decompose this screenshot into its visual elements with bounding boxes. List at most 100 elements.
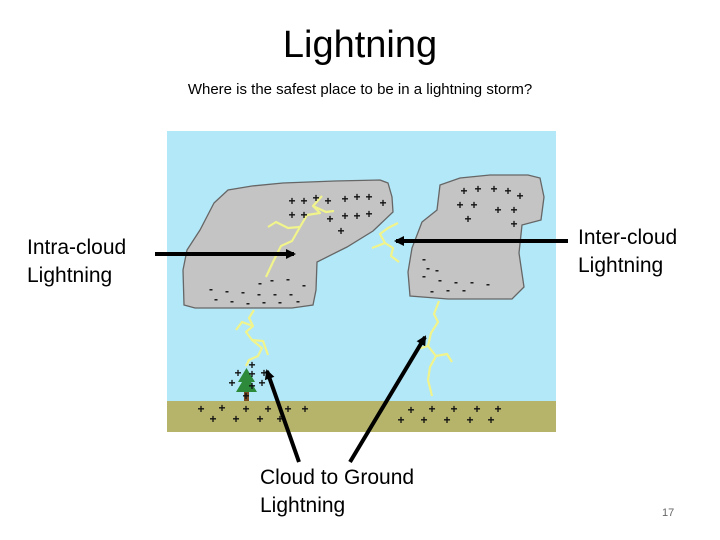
cloud-to-ground-label: Cloud to Ground Lightning (260, 466, 415, 517)
negative-charge-icon: - (241, 285, 245, 299)
ground-strip (167, 401, 556, 432)
negative-charge-icon: - (426, 261, 430, 275)
positive-charge-icon: + (341, 192, 348, 206)
ground-bolt-left-branch-icon (235, 320, 254, 331)
positive-charge-icon: + (397, 413, 404, 427)
negative-charge-icon: - (278, 295, 282, 309)
positive-charge-icon: + (487, 413, 494, 427)
positive-charge-icon: + (470, 198, 477, 212)
positive-charge-icon: + (341, 209, 348, 223)
positive-charge-icon: + (494, 402, 501, 416)
negative-charge-icon: - (438, 273, 442, 287)
negative-charge-icon: - (422, 269, 426, 283)
negative-charge-icon: - (273, 287, 277, 301)
negative-charge-icon: - (286, 272, 290, 286)
pointer-arrows (155, 236, 568, 464)
positive-charge-icon: + (443, 413, 450, 427)
positive-charge-icon: + (326, 212, 333, 226)
positive-charge-icon: + (460, 184, 467, 198)
lightning-bolts (235, 195, 453, 397)
negative-charge-icon: - (270, 273, 274, 287)
positive-charge-icon: + (490, 182, 497, 196)
positive-charge-icon: + (428, 402, 435, 416)
positive-charge-icon: + (324, 194, 331, 208)
negative-charge-icon: - (257, 287, 261, 301)
positive-charge-icon: + (516, 189, 523, 203)
intra-cloud-bolt-branch-icon (312, 205, 335, 214)
negative-charge-icon: - (230, 294, 234, 308)
positive-charge-icon: + (337, 224, 344, 238)
inter-cloud-bolt-branch-icon (371, 241, 386, 250)
positive-charge-icon: + (407, 403, 414, 417)
tree-trunk (244, 385, 249, 401)
negative-charge-icon: - (214, 292, 218, 306)
positive-charge-icon: + (256, 412, 263, 426)
positive-charge-icon: + (288, 194, 295, 208)
positive-charge-icon: + (300, 194, 307, 208)
positive-charge-icon: + (197, 402, 204, 416)
positive-charge-icon: + (312, 191, 319, 205)
positive-charge-icon: + (466, 413, 473, 427)
tree-crown (236, 368, 257, 392)
positive-charge-icon: + (420, 413, 427, 427)
ground-bolt-left-branch-icon (251, 338, 270, 356)
negative-charge-icon: - (435, 263, 439, 277)
negative-charge-icon: - (225, 284, 229, 298)
positive-charge-icon: + (276, 412, 283, 426)
negative-charge-icon: - (296, 294, 300, 308)
positive-charge-icon: + (228, 376, 235, 390)
positive-charge-icon: + (510, 217, 517, 231)
negative-charge-icon: - (486, 277, 490, 291)
positive-charge-icon: + (258, 376, 265, 390)
negative-charge-icon: - (462, 283, 466, 297)
negative-charge-icon: - (302, 278, 306, 292)
negative-charge-icon: - (446, 283, 450, 297)
positive-charge-icon: + (464, 212, 471, 226)
intra-cloud-bolt-branch-icon (267, 220, 301, 230)
positive-charge-icon: + (365, 207, 372, 221)
cloud-right (407, 174, 545, 300)
negative-charge-icon: - (289, 287, 293, 301)
positive-charge-icon: + (473, 402, 480, 416)
cloud-to-ground-arrow-right-icon (348, 335, 427, 464)
negative-charge-icon: - (454, 275, 458, 289)
intra-cloud-label: Intra-cloud Lightning (27, 236, 127, 287)
positive-charge-icon: + (260, 366, 267, 380)
inter-cloud-label: Inter-cloud Lightning (578, 226, 678, 277)
slide-subtitle: Where is the safest place to be in a lig… (187, 81, 533, 98)
tree-icon (236, 368, 257, 401)
negative-charge-icon: - (209, 282, 213, 296)
positive-charge-icon: + (264, 402, 271, 416)
positive-charge-icon: + (450, 402, 457, 416)
negative-charge-icon: - (422, 252, 426, 266)
ground-bolt-right-branch-icon (435, 352, 453, 363)
positive-charge-icon: + (242, 402, 249, 416)
positive-charge-icon: + (248, 379, 255, 393)
positive-charge-icon: + (301, 402, 308, 416)
positive-charge-icon: + (300, 208, 307, 222)
positive-charge-icon: + (209, 412, 216, 426)
positive-charge-icon: + (494, 203, 501, 217)
page-number: 17 (662, 507, 675, 519)
positive-charge-icon: + (234, 366, 241, 380)
negative-charge-icon: - (262, 295, 266, 309)
positive-charge-icon: + (248, 367, 255, 381)
positive-charge-icon: + (288, 208, 295, 222)
positive-charge-icon: + (353, 209, 360, 223)
positive-charge-icon: + (379, 196, 386, 210)
slide-title: Lightning (282, 24, 438, 66)
positive-charge-icon: + (232, 412, 239, 426)
charge-symbols: ++++++++++++++++++++++++++++++++++++++++… (197, 182, 523, 427)
positive-charge-icon: + (248, 358, 255, 372)
negative-charge-icon: - (430, 284, 434, 298)
positive-charge-icon: + (504, 184, 511, 198)
positive-charge-icon: + (284, 402, 291, 416)
positive-charge-icon: + (456, 198, 463, 212)
positive-charge-icon: + (510, 203, 517, 217)
positive-charge-icon: + (353, 190, 360, 204)
cloud-to-ground-arrow-left-icon (264, 369, 301, 463)
negative-charge-icon: - (470, 275, 474, 289)
negative-charge-icon: - (258, 276, 262, 290)
positive-charge-icon: + (474, 182, 481, 196)
